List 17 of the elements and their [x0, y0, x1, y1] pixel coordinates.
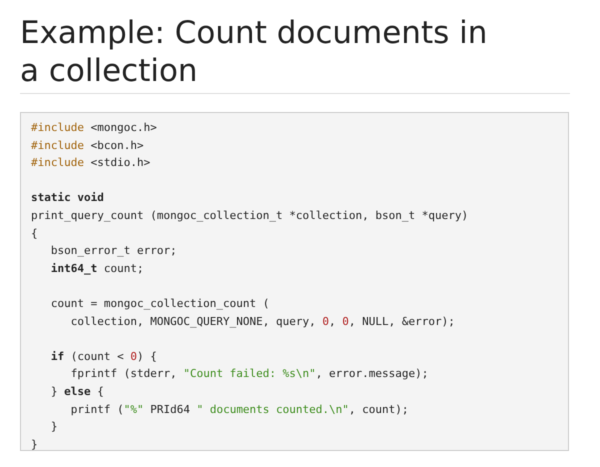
page-title: Example: Count documents in a collection: [20, 14, 488, 90]
code-line: }: [50, 420, 58, 434]
code-line: }: [31, 438, 38, 452]
code-line: fprintf (stderr, "Count failed: %s\n", error.message);: [70, 367, 428, 382]
code-line: {: [31, 226, 38, 241]
code-line: #include <stdio.h>: [31, 156, 150, 170]
code-line: #include <bcon.h>: [31, 138, 144, 153]
code-line: collection, MONGOC_QUERY_NONE, query, 0, 0, NULL, &error);: [70, 314, 455, 329]
code-line: bson_error_t error;: [50, 244, 177, 258]
code-line: printf ("%" PRId64 " documents counted.\n", count);: [70, 402, 409, 417]
code-line: count = mongoc_collection_count (: [50, 297, 270, 311]
code-line: print_query_count (mongoc_collection_t *collection, bson_t *query): [31, 209, 468, 223]
code-line: #include <mongoc.h>: [31, 121, 157, 135]
code-line: } else {: [50, 385, 104, 399]
code-line: int64_t count;: [50, 262, 144, 276]
code-line: if (count < 0) {: [50, 350, 157, 364]
code-line: static void: [31, 191, 104, 206]
